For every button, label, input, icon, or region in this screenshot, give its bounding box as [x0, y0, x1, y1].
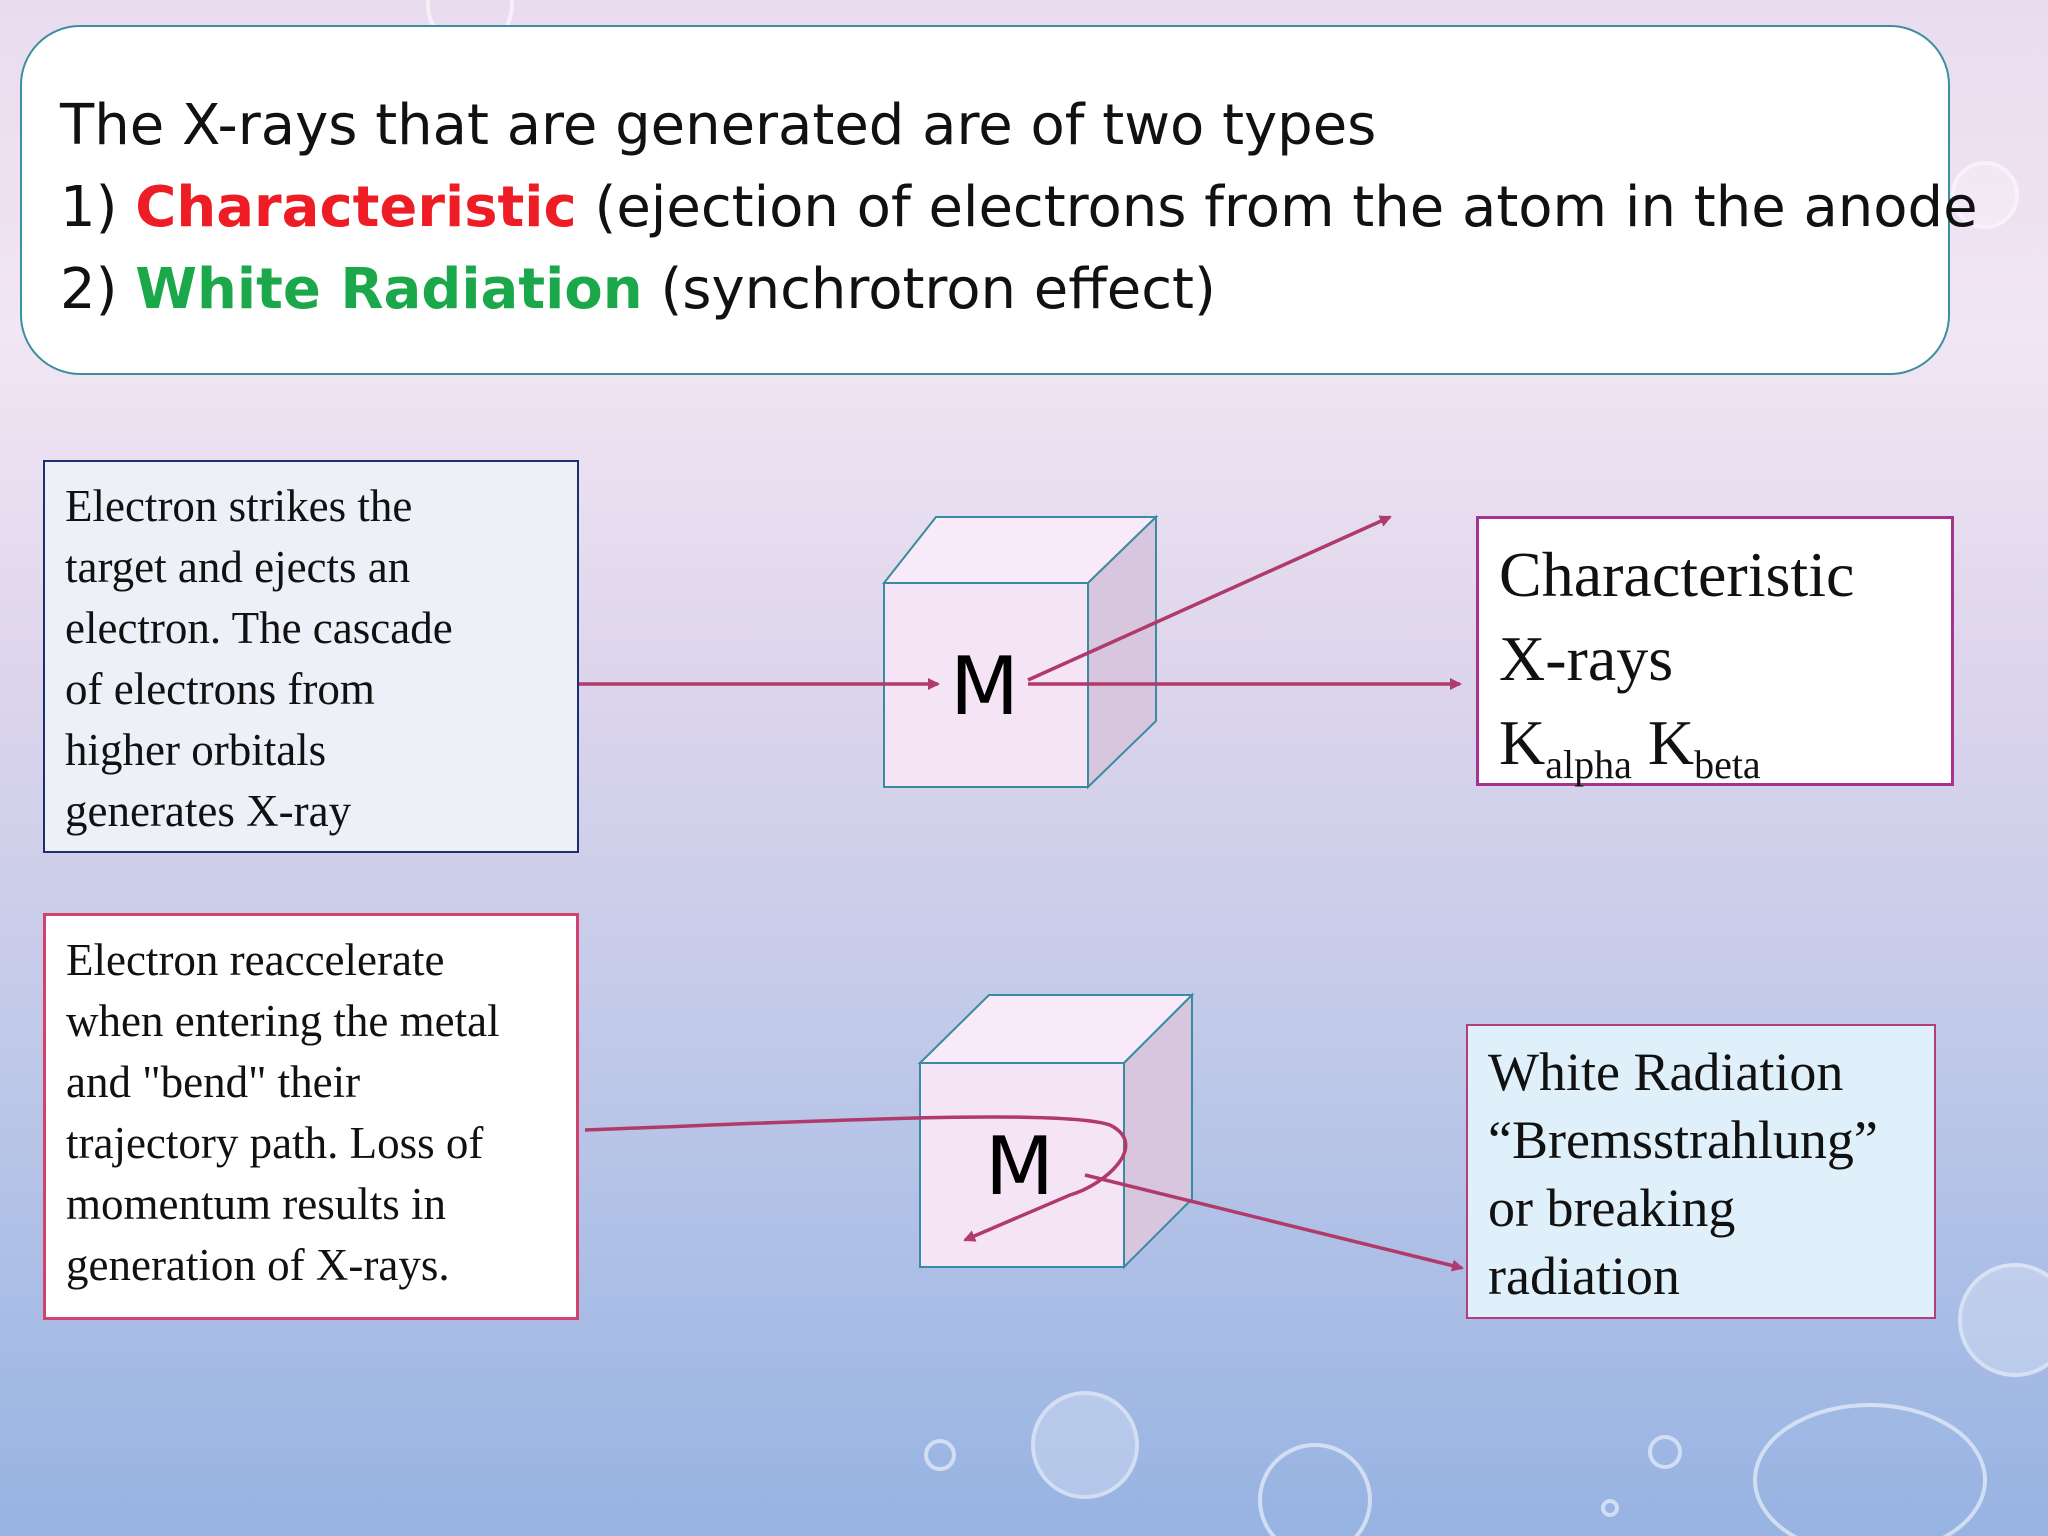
result-title-1: Characteristic	[1499, 539, 1855, 610]
title-line-3: 2) White Radiation (synchrotron effect)	[60, 249, 1948, 331]
item-number-1: 1)	[60, 175, 136, 240]
characteristic-description: (ejection of electrons from the atom in …	[576, 175, 1978, 240]
white-radiation-description: (synchrotron effect)	[642, 257, 1216, 322]
result-line: or breaking	[1488, 1178, 1736, 1238]
description-line: target and ejects an	[65, 542, 411, 592]
bremsstrahlung-arrow	[1084, 1173, 1464, 1272]
target-label-2: M	[985, 1120, 1055, 1213]
white-radiation-description-box: Electron reaccelerate when entering the …	[43, 913, 579, 1320]
description-line: trajectory path. Loss of	[66, 1118, 484, 1168]
k-alpha-symbol: K	[1499, 707, 1546, 778]
k-beta-symbol: K	[1647, 707, 1695, 778]
description-line: of electrons from	[65, 664, 375, 714]
target-cube-1	[881, 514, 1159, 790]
k-lines: Kalpha Kbeta	[1499, 701, 1931, 785]
description-line: when entering the metal	[66, 996, 500, 1046]
result-line: radiation	[1488, 1246, 1680, 1306]
description-line: and "bend" their	[66, 1057, 361, 1107]
description-line: Electron reaccelerate	[66, 935, 445, 985]
description-line: Electron strikes the	[65, 481, 413, 531]
characteristic-description-box: Electron strikes the target and ejects a…	[43, 460, 579, 853]
alpha-subscript: alpha	[1545, 742, 1632, 787]
target-label-1: M	[950, 640, 1020, 733]
description-line: electron. The cascade	[65, 603, 453, 653]
description-line: generation of X-rays.	[66, 1240, 450, 1290]
description-line: generates X-ray	[65, 786, 352, 836]
title-line-2: 1) Characteristic (ejection of electrons…	[60, 167, 1978, 249]
description-line: higher orbitals	[65, 725, 327, 775]
characteristic-xrays-result-box: Characteristic X-rays Kalpha Kbeta	[1476, 516, 1954, 786]
characteristic-highlight: Characteristic	[135, 175, 577, 240]
result-title-2: X-rays	[1499, 623, 1674, 694]
ejected-electron-arrow	[1027, 515, 1392, 682]
bent-electron-path	[584, 1115, 1128, 1242]
title-line-1: The X-rays that are generated are of two…	[60, 93, 1377, 158]
result-line: “Bremsstrahlung”	[1488, 1110, 1878, 1170]
target-cube-2	[917, 992, 1195, 1270]
item-number-2: 2)	[60, 257, 136, 322]
description-line: momentum results in	[66, 1179, 446, 1229]
white-radiation-result-box: White Radiation “Bremsstrahlung” or brea…	[1466, 1024, 1936, 1319]
beta-subscript: beta	[1694, 742, 1761, 787]
white-radiation-highlight: White Radiation	[135, 257, 643, 322]
result-line: White Radiation	[1488, 1042, 1844, 1102]
title-box: The X-rays that are generated are of two…	[20, 25, 1978, 375]
